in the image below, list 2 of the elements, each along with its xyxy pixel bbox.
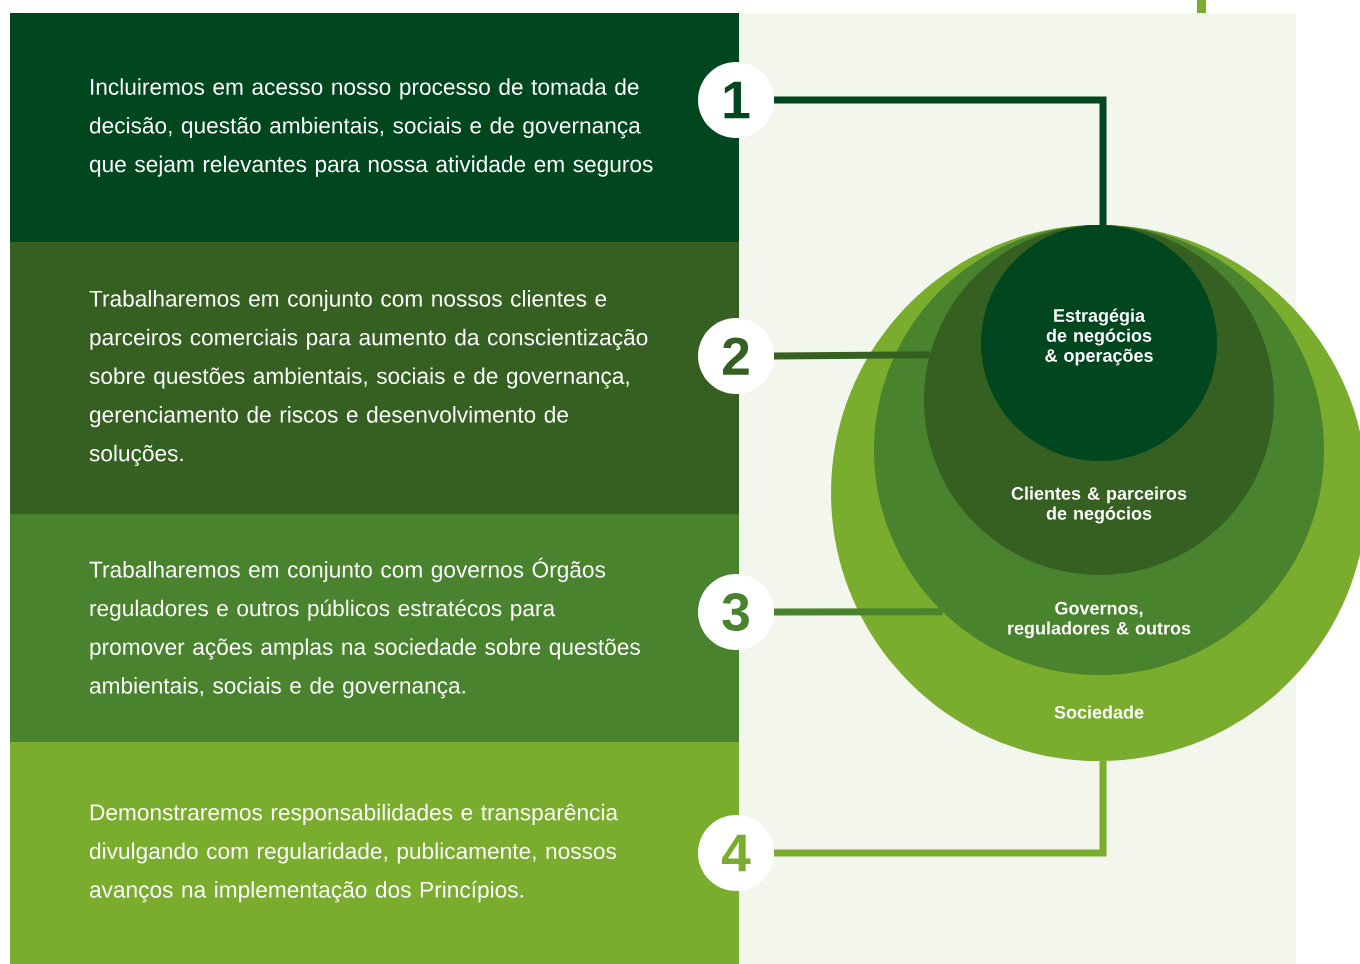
circle-layer: Estragégia de negócios & operações: [981, 225, 1217, 461]
connector-line: [773, 351, 930, 360]
